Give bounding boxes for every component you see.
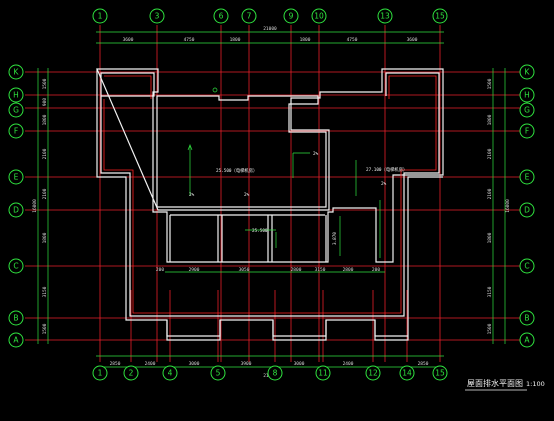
axis-label: E bbox=[525, 173, 530, 182]
elevation-label: 25.500（电梯机房） bbox=[216, 167, 257, 174]
axis-label: C bbox=[524, 262, 529, 271]
right-dim: 1800 bbox=[487, 232, 493, 243]
row-dim: 200 bbox=[372, 267, 380, 273]
axis-bubbles-bottom: 1 2 4 5 8 11 12 14 15 bbox=[92, 365, 448, 381]
bottom-dim: 2400 bbox=[145, 361, 156, 367]
bottom-dim: 2850 bbox=[110, 361, 121, 367]
axis-label: F bbox=[14, 127, 18, 136]
axis-label: 8 bbox=[273, 369, 278, 378]
top-dim: 4750 bbox=[184, 37, 195, 43]
gutter-lines bbox=[103, 75, 437, 314]
axis-bubbles-left: K H G F E D C B A bbox=[8, 64, 24, 348]
roof-inner-wall bbox=[100, 72, 440, 317]
left-dim: 1800 bbox=[42, 232, 48, 243]
slope-label: 2% bbox=[381, 181, 387, 187]
axis-label: 15 bbox=[435, 369, 445, 378]
bottom-dim: 2850 bbox=[418, 361, 429, 367]
axis-label: 1 bbox=[98, 369, 103, 378]
top-overall-dim: 21000 bbox=[263, 26, 277, 32]
axis-label: K bbox=[14, 68, 20, 77]
axis-label: 2 bbox=[129, 369, 134, 378]
right-overall-dim: 16000 bbox=[505, 199, 511, 213]
right-dim: 2100 bbox=[487, 188, 493, 199]
left-overall-dim: 16000 bbox=[32, 199, 38, 213]
axis-label: A bbox=[524, 336, 530, 345]
axis-label: C bbox=[13, 262, 18, 271]
axis-label: B bbox=[13, 314, 18, 323]
right-dim: 2100 bbox=[487, 148, 493, 159]
axis-label: 7 bbox=[247, 12, 252, 21]
axis-label: G bbox=[524, 106, 530, 115]
top-dim: 1800 bbox=[230, 37, 241, 43]
axis-label: 11 bbox=[318, 369, 328, 378]
roof-outline bbox=[96, 68, 444, 263]
axis-label: G bbox=[13, 106, 19, 115]
drawing-scale: 1:100 bbox=[526, 380, 545, 388]
dimension-lines bbox=[37, 31, 506, 368]
axis-label: 10 bbox=[314, 12, 324, 21]
left-dim: 1800 bbox=[42, 114, 48, 125]
axis-bubbles-top: 1 3 6 7 9 10 13 15 bbox=[92, 8, 448, 24]
axis-label: 4 bbox=[168, 369, 173, 378]
row-dim: 2800 bbox=[291, 267, 302, 273]
axis-label: 15 bbox=[435, 12, 445, 21]
roof-outer-wall bbox=[96, 69, 443, 341]
top-dim: 3600 bbox=[123, 37, 134, 43]
axis-label: 14 bbox=[402, 369, 412, 378]
top-dim: 4750 bbox=[347, 37, 358, 43]
axis-label: H bbox=[13, 91, 19, 100]
left-dim: 2100 bbox=[42, 188, 48, 199]
bottom-dim: 3000 bbox=[294, 361, 305, 367]
axis-label: H bbox=[524, 91, 530, 100]
bottom-dim: 3900 bbox=[241, 361, 252, 367]
row-dim: 3050 bbox=[239, 267, 250, 273]
machine-room bbox=[156, 95, 327, 208]
left-dim: 2100 bbox=[42, 148, 48, 159]
axis-label: A bbox=[13, 336, 19, 345]
right-dim: 1800 bbox=[487, 114, 493, 125]
right-dim: 1500 bbox=[487, 323, 493, 334]
axis-label: 13 bbox=[380, 12, 390, 21]
axis-label: F bbox=[525, 127, 529, 136]
left-dim: 900 bbox=[42, 98, 48, 106]
axis-label: D bbox=[524, 206, 530, 215]
row-dim: 2900 bbox=[189, 267, 200, 273]
elevation-label: 25.500 bbox=[252, 228, 268, 234]
axis-lines bbox=[25, 25, 528, 362]
row-dim: 2800 bbox=[343, 267, 354, 273]
bottom-dim: 2400 bbox=[343, 361, 354, 367]
axis-label: D bbox=[13, 206, 19, 215]
axis-label: B bbox=[524, 314, 529, 323]
axis-bubbles-right: K H G F E D C B A bbox=[519, 64, 535, 348]
axis-label: 5 bbox=[216, 369, 221, 378]
slope-label: 2% bbox=[244, 192, 250, 198]
elevation-label: 27.100（电梯机房） bbox=[366, 166, 407, 173]
axis-label: K bbox=[525, 68, 531, 77]
row-dim: 3150 bbox=[315, 267, 326, 273]
axis-label: E bbox=[14, 173, 19, 182]
row-dim: 200 bbox=[156, 267, 164, 273]
axis-label: 6 bbox=[219, 12, 224, 21]
axis-label: 3 bbox=[155, 12, 160, 21]
slope-label: 2% bbox=[313, 151, 319, 157]
drawing-title: 屋面排水平面图 bbox=[467, 378, 523, 388]
right-dim: 3150 bbox=[487, 286, 493, 297]
slope-label: 2% bbox=[189, 192, 195, 198]
drainage-arrows bbox=[187, 87, 381, 258]
height-label: 3.870 bbox=[332, 232, 338, 245]
lower-bays bbox=[166, 320, 408, 337]
top-dim: 1800 bbox=[300, 37, 311, 43]
bottom-dim: 3000 bbox=[189, 361, 200, 367]
left-dim: 3150 bbox=[42, 286, 48, 297]
left-dim: 1500 bbox=[42, 323, 48, 334]
axis-label: 9 bbox=[289, 12, 294, 21]
axis-label: 12 bbox=[368, 369, 378, 378]
axis-label: 1 bbox=[98, 12, 103, 21]
left-dim: 1500 bbox=[42, 78, 48, 89]
right-dim: 1500 bbox=[487, 78, 493, 89]
shaft-walls bbox=[169, 214, 327, 262]
top-dim: 3600 bbox=[407, 37, 418, 43]
